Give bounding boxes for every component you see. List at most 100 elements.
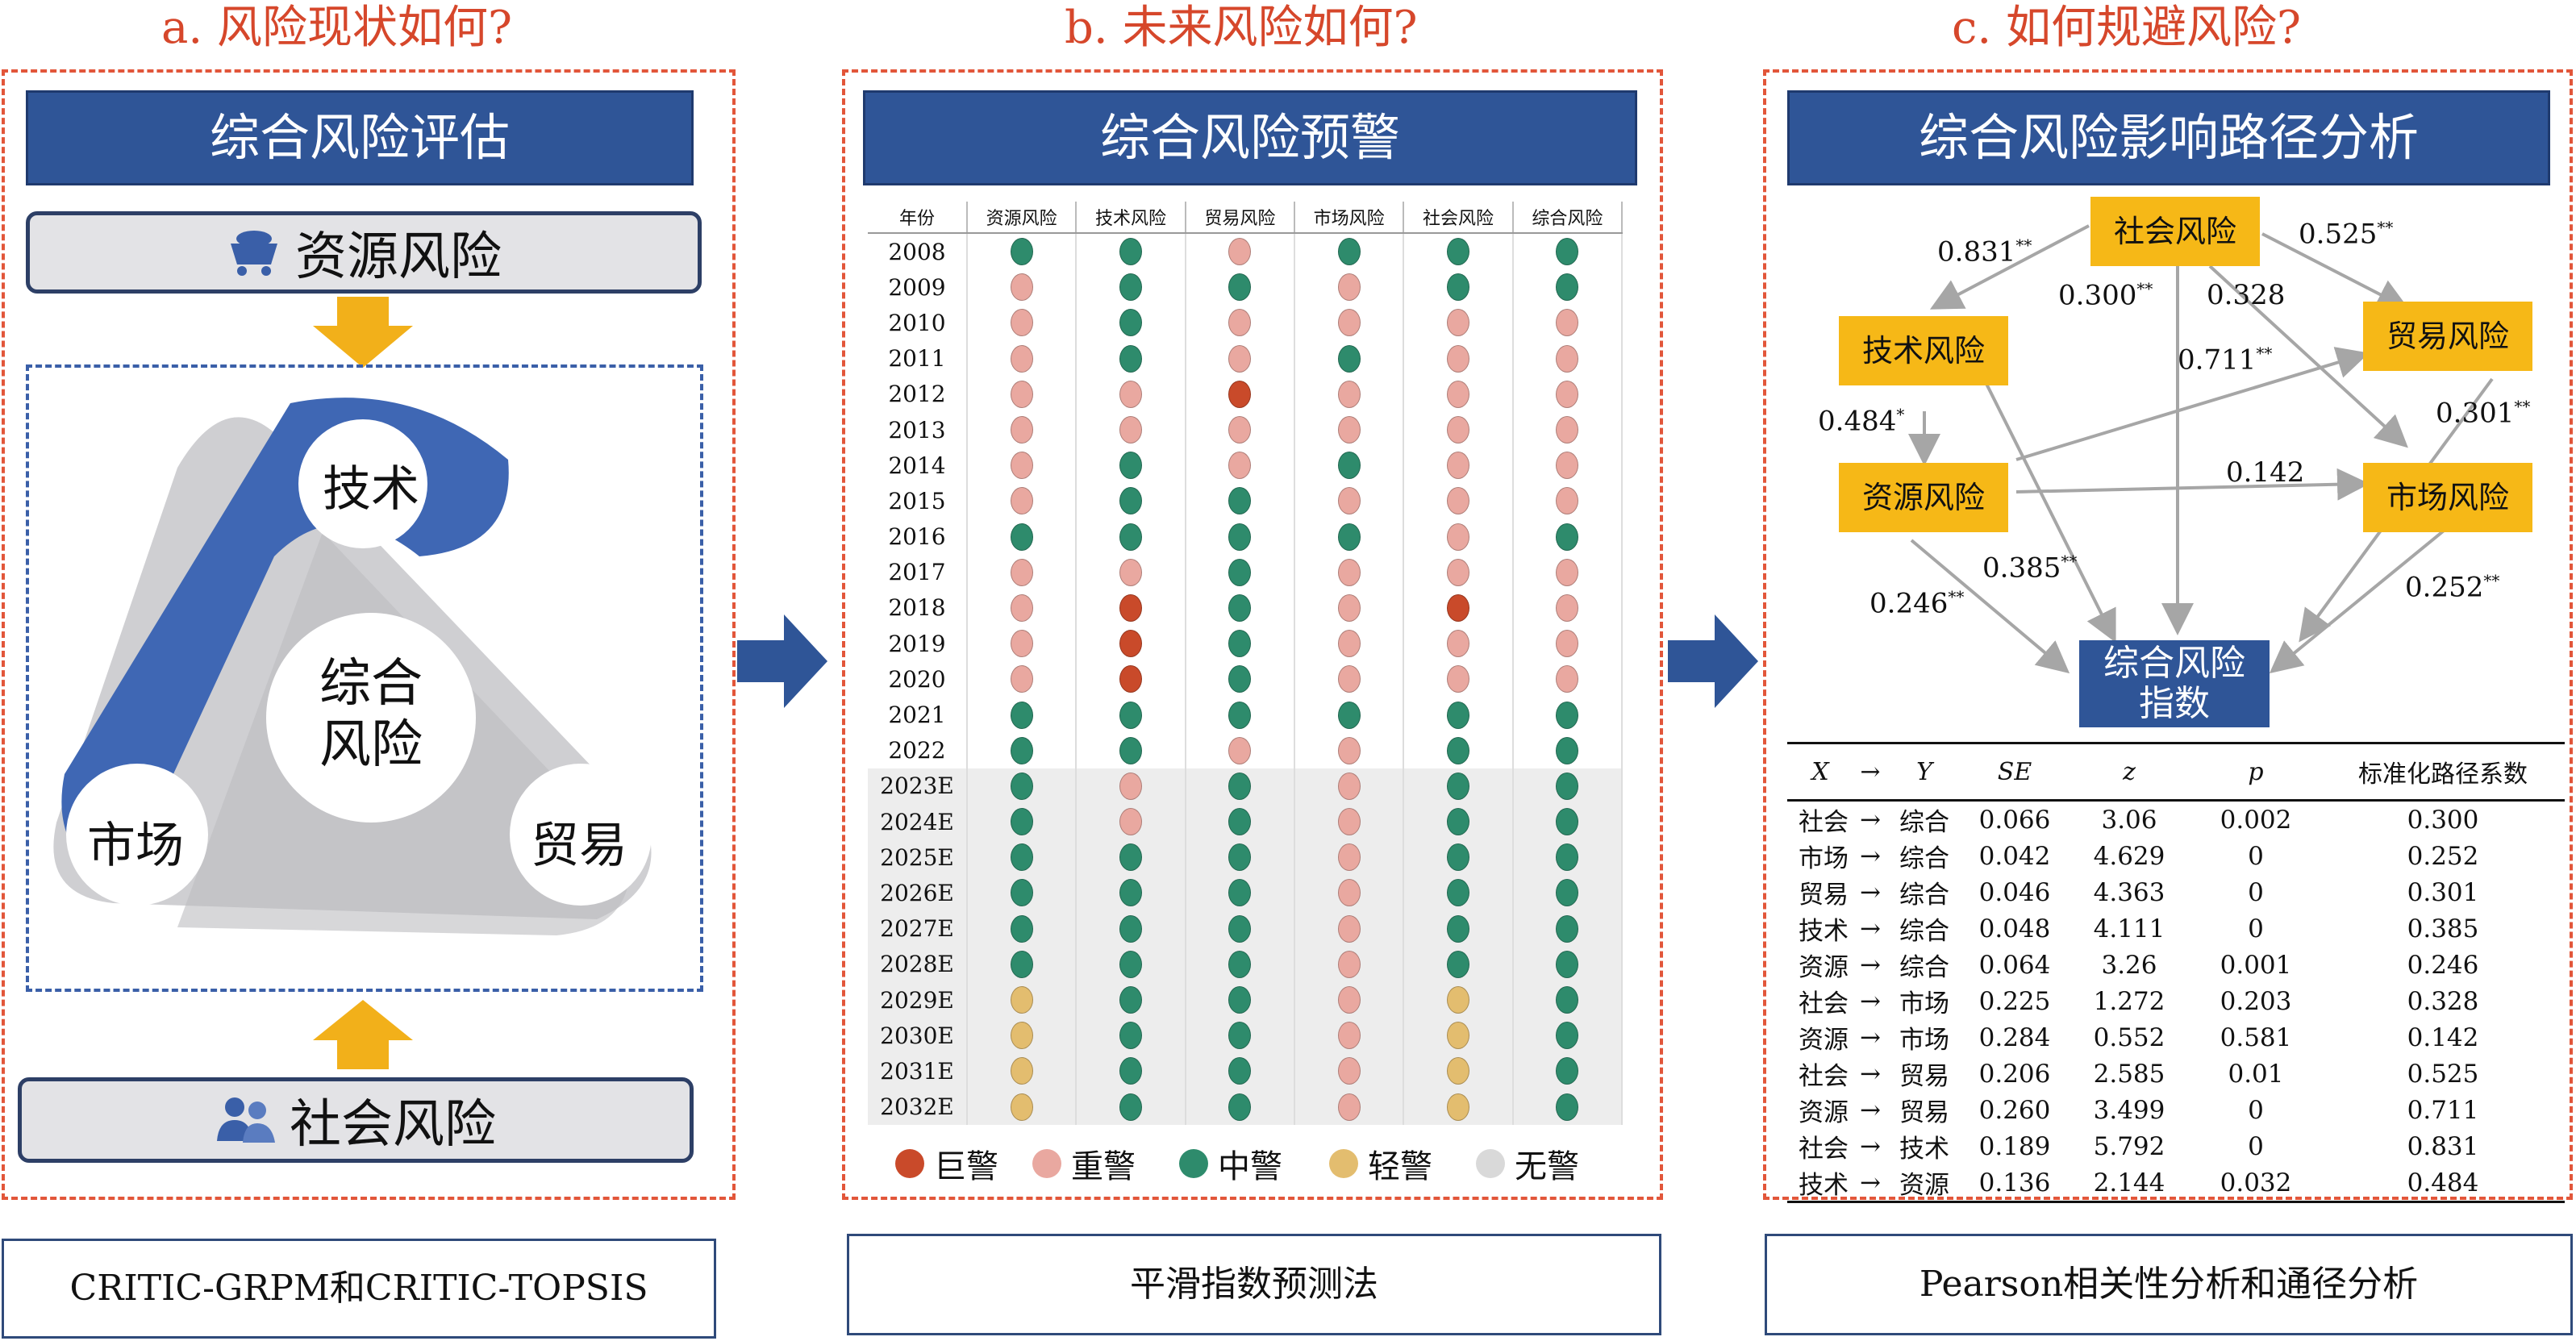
warning-year: 2018: [868, 589, 968, 627]
warning-level-dot: [1228, 736, 1252, 764]
warning-level-dot: [1228, 701, 1252, 729]
warning-level-dot: [1010, 665, 1033, 693]
warning-cell: [1403, 269, 1514, 306]
path-cell: 技术: [1799, 1171, 1849, 1200]
warning-level-dot: [1119, 558, 1142, 586]
warning-level-dot: [1446, 1093, 1469, 1121]
warning-level-dot: [1337, 558, 1361, 586]
warning-level-dot: [1556, 452, 1579, 480]
path-cell: 0.552: [2093, 1022, 2165, 1052]
warning-level-dot: [1446, 558, 1469, 586]
warning-cell: [967, 946, 1078, 982]
warning-level-dot: [1446, 808, 1469, 836]
path-cell: →: [1860, 1095, 1881, 1125]
warning-cell: [1512, 376, 1624, 412]
warning-cell: [1403, 981, 1514, 1018]
warning-level-dot: [1228, 914, 1252, 943]
warning-cell: [967, 804, 1078, 840]
right-arrow-icon: [1668, 614, 1758, 708]
warning-level-dot: [1119, 380, 1142, 408]
warning-level-dot: [1228, 238, 1252, 266]
warning-table-header: 年份 资源风险 技术风险 贸易风险 市场风险 社会风险 综合风险: [868, 202, 1624, 234]
path-cell: 0.246: [2407, 950, 2479, 980]
warning-year: 2020: [868, 661, 968, 698]
warning-row: 2031E: [868, 1053, 1624, 1089]
warning-level-dot: [1446, 914, 1469, 943]
warning-level-dot: [1010, 914, 1033, 943]
warning-level-dot: [1446, 309, 1469, 337]
warning-level-dot: [1337, 950, 1361, 978]
warning-level-dot: [1556, 808, 1579, 836]
warning-cell: [1403, 839, 1514, 876]
node-composite-index-line1: 综合风险: [2103, 643, 2245, 684]
warning-cell: [1294, 732, 1405, 768]
path-cell: 0.260: [1978, 1095, 2051, 1125]
warning-level-dot: [1556, 879, 1579, 907]
col-market: 市场风险: [1294, 202, 1405, 234]
path-col-se: SE: [1961, 743, 2068, 802]
path-cell: 市场: [1899, 989, 1949, 1018]
warning-level-dot: [1337, 487, 1361, 515]
col-tech: 技术风险: [1076, 202, 1186, 234]
path-cell: 0.581: [2220, 1022, 2292, 1052]
warning-cell: [1294, 661, 1405, 698]
panel-b: [842, 69, 1663, 1200]
warning-cell: [967, 483, 1078, 519]
title-c: c. 如何规避风险?: [1952, 2, 2301, 54]
warning-level-dot: [1010, 309, 1033, 337]
warning-level-dot: [1010, 701, 1033, 729]
path-cell: 0.001: [2220, 950, 2292, 980]
warning-cell: [1512, 233, 1624, 270]
path-cell: 资源: [1799, 1098, 1849, 1127]
warning-cell: [967, 1018, 1078, 1054]
warning-level-dot: [1228, 665, 1252, 693]
warning-cell: [1512, 554, 1624, 590]
path-cell: 综合: [1899, 917, 1949, 946]
social-risk-box: 社会风险: [18, 1077, 694, 1163]
warning-cell: [1403, 768, 1514, 804]
warning-level-dot: [1446, 380, 1469, 408]
warning-level-dot: [1556, 950, 1579, 978]
warning-cell: [1076, 305, 1186, 341]
warning-level-dot: [1119, 523, 1142, 551]
warning-level-dot: [1119, 950, 1142, 978]
path-col-z: z: [2068, 743, 2190, 802]
path-cell: 0.189: [1978, 1131, 2051, 1161]
warning-level-dot: [1337, 344, 1361, 373]
path-col-p: p: [2190, 743, 2321, 802]
legend-label: 轻警: [1368, 1148, 1432, 1185]
warning-cell: [1185, 732, 1295, 768]
warning-cell: [1512, 661, 1624, 698]
warning-level-dot: [1228, 273, 1252, 302]
warning-level-dot: [1119, 914, 1142, 943]
warning-cell: [1403, 411, 1514, 448]
warning-level-dot: [1228, 772, 1252, 800]
right-arrow-icon: [737, 614, 827, 708]
path-cell: 资源: [1899, 1171, 1949, 1200]
legend-dot: [1179, 1149, 1208, 1178]
warning-cell: [1403, 1089, 1514, 1125]
warning-level-dot: [1556, 238, 1579, 266]
path-cell: →: [1860, 1131, 1881, 1161]
warning-cell: [1403, 732, 1514, 768]
path-cell: 0.711: [2407, 1095, 2479, 1125]
warning-level-dot: [1228, 808, 1252, 836]
warning-cell: [1185, 518, 1295, 555]
warning-level-dot: [1446, 736, 1469, 764]
warning-cell: [1076, 340, 1186, 377]
warning-cell: [1076, 732, 1186, 768]
path-cell: 社会: [1799, 1135, 1849, 1164]
warning-level-dot: [1337, 380, 1361, 408]
warning-row: 2026E: [868, 875, 1624, 911]
warning-level-dot: [1010, 630, 1033, 658]
warning-cell: [1403, 589, 1514, 627]
warning-level-dot: [1119, 879, 1142, 907]
warning-row: 2013: [868, 411, 1624, 448]
path-cell: 0.525: [2407, 1059, 2479, 1089]
warning-year: 2030E: [868, 1018, 968, 1054]
up-arrow-icon: [313, 1000, 413, 1069]
warning-level-dot: [1337, 701, 1361, 729]
